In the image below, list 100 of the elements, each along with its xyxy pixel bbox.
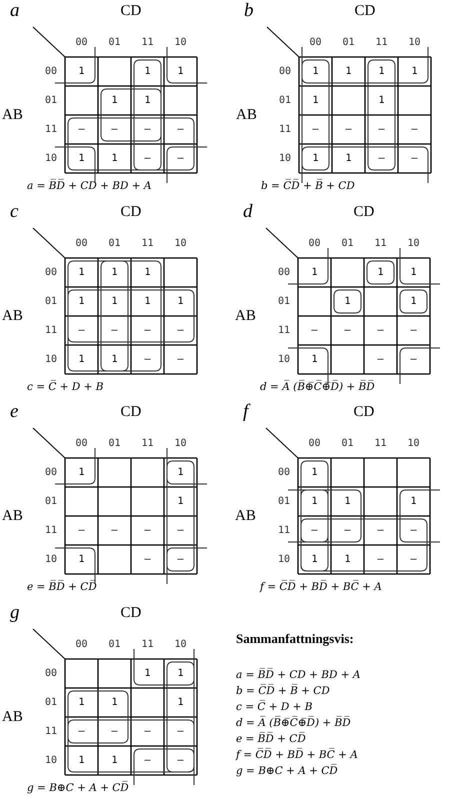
map-label: c — [10, 202, 18, 220]
cell-value: 1 — [312, 268, 318, 278]
row-header: 00 — [45, 66, 58, 76]
row-header: 01 — [278, 496, 290, 506]
column-header: 00 — [76, 640, 88, 650]
cell-value: – — [410, 554, 417, 564]
cell-value: – — [378, 154, 385, 164]
cell-value: – — [112, 124, 118, 134]
variable-label: CD — [354, 4, 376, 18]
variable-label: CD — [354, 204, 374, 220]
cell-value: 1 — [144, 668, 151, 678]
variable-label: AB — [2, 508, 23, 524]
column-header: 01 — [342, 439, 354, 449]
map-label: e — [10, 402, 18, 420]
map-label: g — [10, 602, 20, 622]
cell-value: 1 — [412, 66, 418, 76]
cell-value: 1 — [78, 268, 85, 278]
variable-label: CD — [120, 404, 142, 420]
column-header: 01 — [342, 38, 355, 48]
cell-value: 1 — [144, 96, 151, 106]
cell-value: 1 — [344, 554, 351, 564]
map-label: a — [10, 0, 20, 20]
cell-value: – — [144, 756, 151, 766]
column-header: 00 — [76, 38, 88, 48]
formula: e = B̅D̅ + CD̅ — [236, 734, 306, 744]
cell-value: – — [112, 526, 118, 536]
cell-value: – — [78, 124, 85, 134]
cell-value: – — [78, 726, 85, 736]
cell-value: 1 — [378, 268, 384, 278]
variable-label: CD — [120, 4, 142, 18]
variable-label: AB — [2, 108, 23, 122]
formula: b = C̅D̅ + B̅ + CD — [236, 686, 330, 696]
cell-value: 1 — [112, 698, 118, 708]
formula: d = A̅ (B̅⊕̅C̅⊕̅D̅) + B̅D̅ — [236, 718, 351, 728]
cell-value: 1 — [312, 354, 318, 364]
cell-value: – — [78, 526, 85, 536]
cell-value: – — [378, 326, 384, 336]
cell-value: 1 — [78, 66, 85, 76]
cell-value: 1 — [78, 756, 85, 766]
cell-value: – — [344, 526, 351, 536]
column-header: 00 — [76, 239, 88, 249]
cell-value: – — [112, 726, 118, 736]
cell-value: 1 — [178, 496, 184, 506]
formula: b = C̅D̅ + B̅ + CD — [261, 180, 355, 191]
variable-label: AB — [235, 308, 256, 324]
cell-value: 1 — [78, 468, 85, 478]
cell-value: – — [344, 326, 351, 336]
cell-value: 1 — [410, 268, 417, 278]
column-header: 11 — [142, 38, 154, 48]
cell-value: 1 — [78, 354, 85, 364]
cell-value: 1 — [346, 154, 352, 164]
cell-value: 1 — [78, 554, 85, 564]
cell-value: – — [178, 554, 184, 564]
map-label: d — [243, 202, 252, 220]
cell-value: – — [144, 726, 151, 736]
cell-value: 1 — [144, 296, 151, 306]
cell-value: – — [144, 354, 151, 364]
column-header: 11 — [142, 439, 154, 449]
cell-value: – — [410, 326, 417, 336]
row-header: 10 — [45, 354, 58, 364]
cell-value: – — [178, 124, 184, 134]
cell-value: – — [412, 124, 418, 134]
formula: a = B̅D̅ + CD + BD + A — [27, 180, 152, 191]
cell-value: – — [178, 154, 184, 164]
cell-value: 1 — [344, 296, 351, 306]
row-header: 10 — [279, 154, 292, 164]
formula: g = B⊕C + A + CD̅ — [236, 766, 338, 776]
row-header: 00 — [45, 468, 58, 478]
row-header: 11 — [278, 526, 290, 536]
cell-value: – — [312, 526, 318, 536]
cell-value: – — [144, 124, 151, 134]
row-header: 11 — [45, 726, 58, 736]
cell-value: 1 — [410, 496, 417, 506]
variable-label: AB — [236, 108, 257, 122]
row-header: 10 — [278, 354, 290, 364]
column-header: 10 — [174, 640, 187, 650]
row-header: 01 — [45, 496, 58, 506]
row-header: 11 — [45, 526, 58, 536]
column-header: 11 — [374, 439, 387, 449]
column-header: 01 — [108, 439, 121, 449]
cell-value: 1 — [112, 296, 118, 306]
row-header: 00 — [279, 66, 292, 76]
cell-value: 1 — [312, 554, 318, 564]
row-header: 01 — [278, 296, 290, 306]
column-header: 10 — [174, 439, 187, 449]
formula: c = C̅ + D + B — [27, 382, 104, 392]
cell-value: 1 — [78, 698, 85, 708]
column-header: 10 — [174, 38, 187, 48]
column-header: 10 — [408, 38, 421, 48]
variable-label: AB — [2, 710, 23, 724]
cell-value: – — [378, 124, 385, 134]
map-label: f — [243, 402, 248, 420]
cell-value: 1 — [112, 756, 118, 766]
cell-value: 1 — [312, 468, 318, 478]
column-header: 10 — [408, 239, 420, 249]
column-header: 00 — [76, 439, 88, 449]
column-header: 10 — [408, 439, 420, 449]
formula: f = C̅D̅ + BD̅ + BC̅ + A — [236, 750, 358, 760]
row-header: 00 — [45, 668, 58, 678]
cell-value: 1 — [346, 66, 352, 76]
